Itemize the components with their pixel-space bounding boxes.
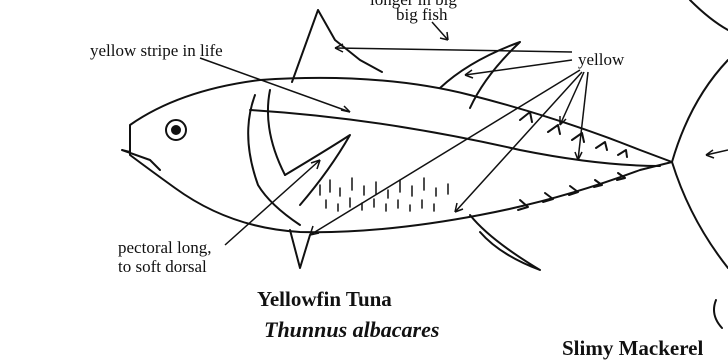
label-pectoral-line1: pectoral long,: [118, 238, 211, 257]
tuna-mouth: [122, 150, 160, 170]
arrow-yellow-5: [578, 72, 588, 160]
arrow-yellow-6: [455, 72, 582, 212]
tuna-gill-cover: [248, 95, 300, 225]
dorsal-finlets: [520, 112, 627, 157]
arrow-stripe: [200, 58, 350, 112]
arrow-big-fish: [432, 22, 448, 40]
label-yellow: yellow: [578, 51, 624, 68]
caption-scientific-name: Thunnus albacares: [264, 317, 439, 343]
anal-finlets: [518, 173, 625, 210]
belly-markings: [320, 178, 448, 211]
next-species-outline: [690, 0, 728, 328]
lateral-stripe: [250, 110, 660, 166]
arrow-yellow-2: [465, 60, 572, 75]
tail-fin: [672, 60, 728, 268]
arrow-yellow-1: [335, 48, 572, 52]
label-yellow-stripe: yellow stripe in life: [90, 42, 223, 59]
label-pectoral: pectoral long, to soft dorsal: [118, 238, 211, 276]
caption-next-species: Slimy Mackerel: [562, 336, 703, 361]
arrow-yellow-3: [310, 70, 580, 235]
pelvic-fin: [290, 230, 310, 268]
label-big-fish: big fish: [396, 6, 447, 23]
anal-fin: [470, 215, 540, 270]
caption-common-name: Yellowfin Tuna: [257, 287, 392, 312]
label-pectoral-line2: to soft dorsal: [118, 257, 211, 276]
tuna-body-outline: [130, 78, 672, 232]
first-dorsal-fin: [292, 10, 382, 82]
